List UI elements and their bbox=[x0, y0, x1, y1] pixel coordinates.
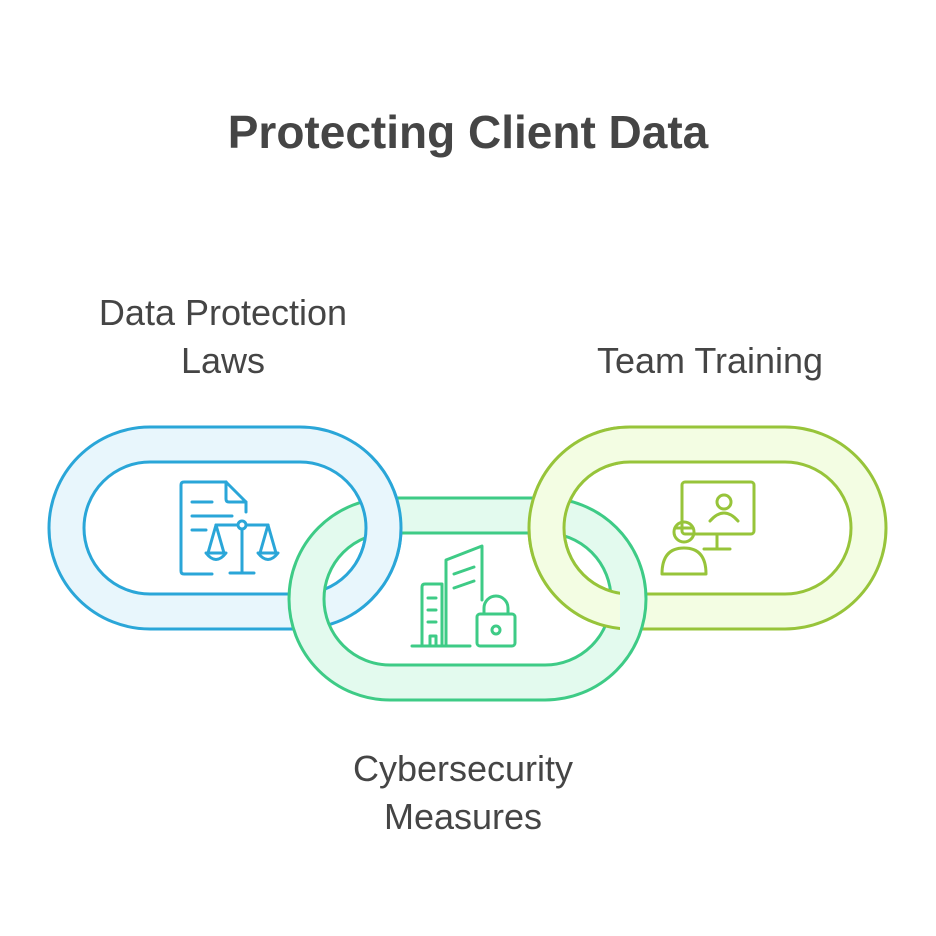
diagram-title: Protecting Client Data bbox=[227, 106, 709, 158]
presentation-trainer-icon bbox=[660, 480, 756, 576]
label-line: Data Protection bbox=[98, 292, 348, 333]
label-data-protection-laws: Data Protection Laws bbox=[58, 289, 388, 385]
chain-link-left-overlap bbox=[355, 441, 403, 615]
label-line: Laws bbox=[180, 340, 266, 381]
label-team-training: Team Training bbox=[560, 337, 860, 385]
legal-document-scale-icon bbox=[179, 480, 280, 576]
label-line: Cybersecurity bbox=[352, 748, 574, 789]
secure-buildings-lock-icon bbox=[410, 544, 517, 648]
label-line: Measures bbox=[383, 796, 543, 837]
label-cybersecurity-measures: Cybersecurity Measures bbox=[298, 745, 628, 841]
label-line: Team Training bbox=[596, 340, 824, 381]
chain-link-right-overlap bbox=[527, 426, 620, 630]
chain-link-middle bbox=[287, 496, 648, 702]
